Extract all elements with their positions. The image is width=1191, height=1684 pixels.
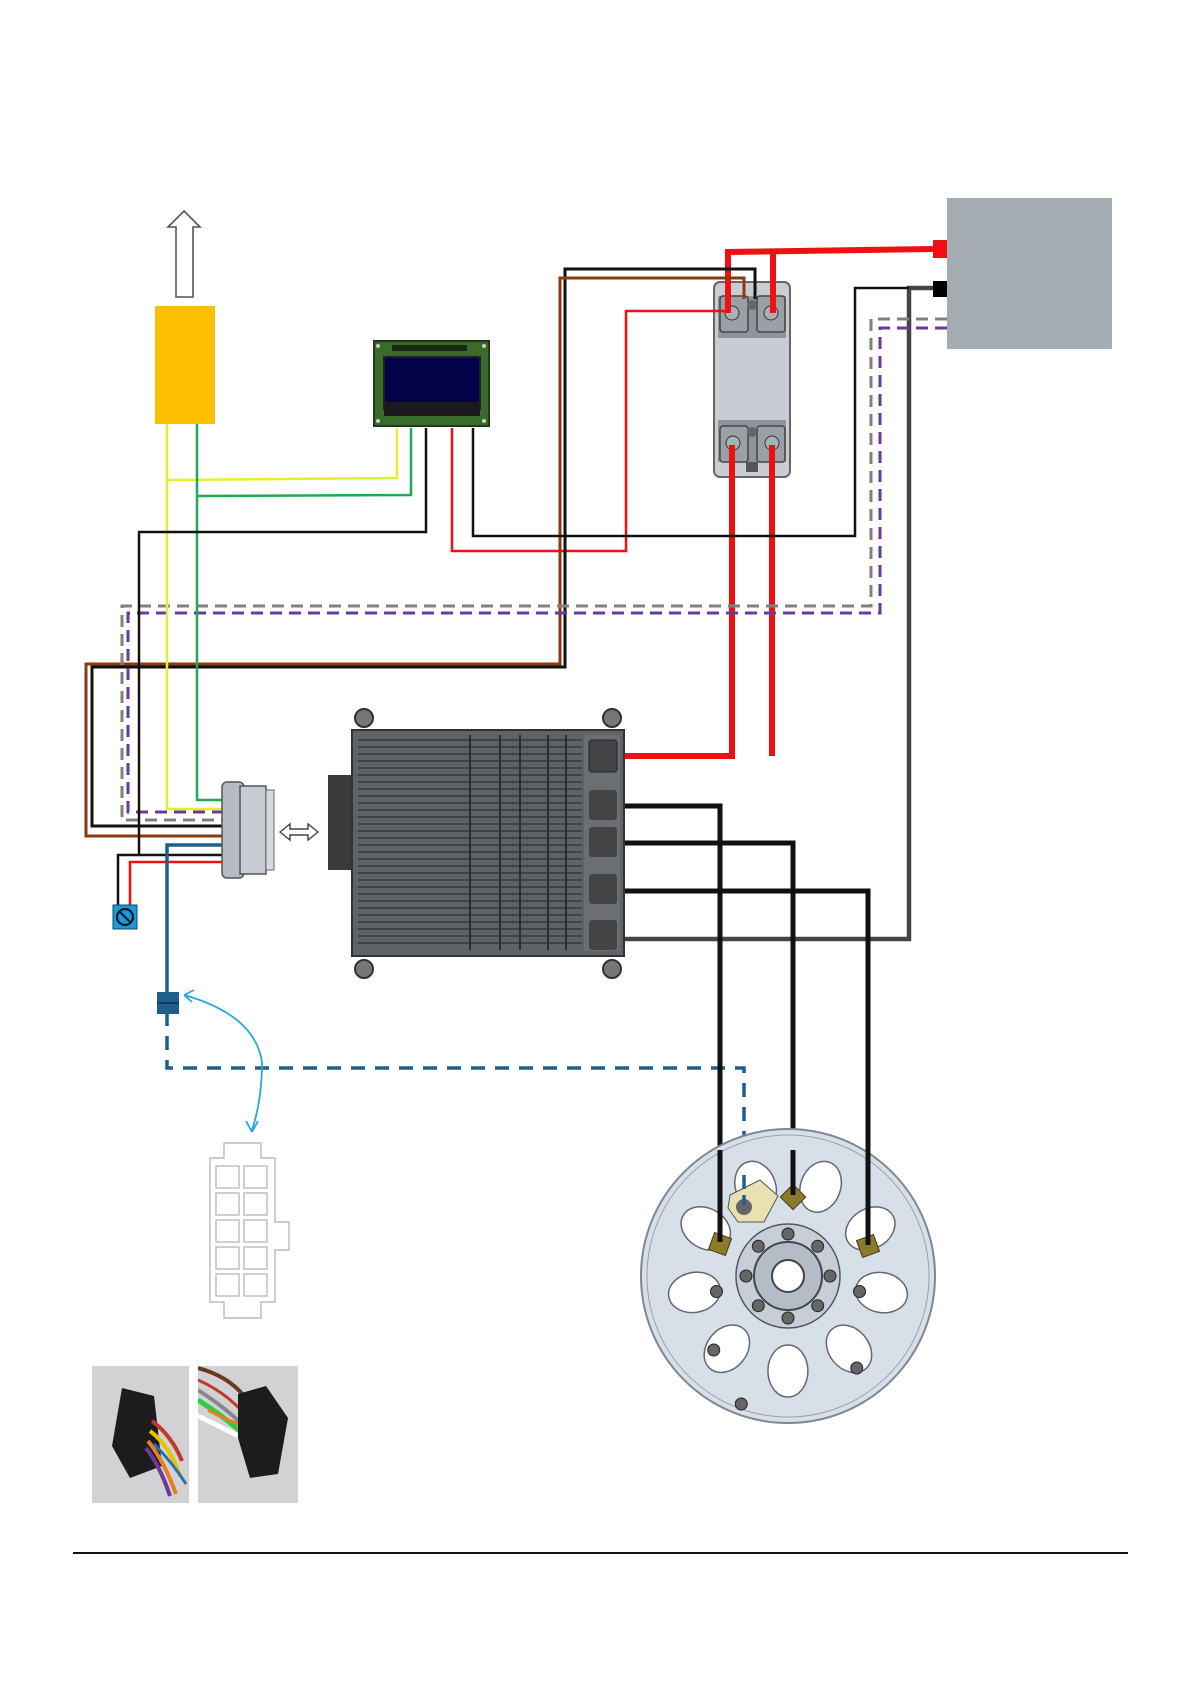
motor-bolt xyxy=(824,1270,836,1282)
motor-bolt xyxy=(752,1240,764,1252)
motor-bolt xyxy=(851,1362,863,1374)
battery-positive-terminal xyxy=(933,240,947,258)
controller-port-v xyxy=(589,827,617,857)
motor-bolt xyxy=(752,1300,764,1312)
motor-bolt xyxy=(711,1286,723,1298)
wire-green-lcd xyxy=(197,428,411,496)
harness-connector xyxy=(222,782,274,878)
key-switch xyxy=(113,905,137,929)
battery xyxy=(947,198,1112,349)
wire-red-lcd xyxy=(452,311,731,551)
motor-bolt xyxy=(854,1286,866,1298)
connector-pin xyxy=(216,1166,239,1188)
controller-port-u xyxy=(589,790,617,820)
wire-black-lcd xyxy=(473,288,909,536)
ten-pin-connector xyxy=(210,1143,289,1318)
battery-negative-terminal xyxy=(933,281,947,297)
motor-bolt xyxy=(740,1270,752,1282)
wire-blue xyxy=(167,845,225,992)
connector-pin xyxy=(244,1220,267,1242)
motor-bolt xyxy=(812,1240,824,1252)
controller-port-power xyxy=(589,740,617,772)
wire-red-key xyxy=(130,862,225,906)
output-arrow xyxy=(168,211,200,297)
connector-pin xyxy=(216,1193,239,1215)
motor-spoke-window xyxy=(768,1345,808,1397)
mapping-arrow-icon xyxy=(184,990,262,1132)
motor-bolt xyxy=(708,1344,720,1356)
connector-pin xyxy=(216,1274,239,1296)
wire-yellow-lcd xyxy=(167,428,397,480)
controller-port-neg xyxy=(589,920,617,950)
motor-bolt xyxy=(735,1398,747,1410)
connector-photo-1 xyxy=(92,1366,189,1503)
connection-arrow-icon xyxy=(280,824,318,840)
motor-controller xyxy=(328,709,624,978)
connector-pin xyxy=(216,1247,239,1269)
sensor-connector xyxy=(157,992,179,1014)
wire-contactor-controller-1 xyxy=(610,445,732,756)
motor-bolt xyxy=(812,1300,824,1312)
connector-pin xyxy=(216,1220,239,1242)
hub-motor xyxy=(641,1129,935,1423)
connector-pin xyxy=(244,1193,267,1215)
lcd-display xyxy=(374,341,489,426)
controller-port-w xyxy=(589,874,617,904)
wire-phase-v xyxy=(608,843,793,1180)
yellow-module xyxy=(155,306,215,424)
connector-photo-2 xyxy=(198,1366,298,1503)
motor-bolt xyxy=(782,1312,794,1324)
connector-pin xyxy=(244,1247,267,1269)
motor-bolt xyxy=(782,1228,794,1240)
connector-pin xyxy=(244,1274,267,1296)
connector-pin xyxy=(244,1166,267,1188)
